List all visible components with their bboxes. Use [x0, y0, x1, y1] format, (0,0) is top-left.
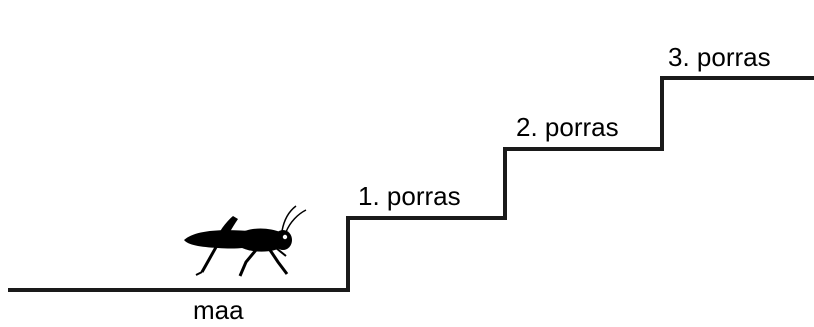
grasshopper-body — [238, 228, 284, 252]
grasshopper-hind-leg — [200, 217, 235, 273]
staircase-line — [8, 76, 814, 292]
grasshopper-head — [274, 230, 292, 250]
grasshopper-eye — [282, 234, 288, 240]
step-2-label: 2. porras — [516, 112, 619, 142]
step-1-label: 1. porras — [358, 181, 461, 211]
grasshopper-hind-leg — [195, 271, 203, 276]
grasshopper-antenna — [285, 209, 307, 233]
grasshopper-icon — [184, 205, 307, 277]
grasshopper-antenna — [281, 205, 297, 232]
ground-label: maa — [193, 295, 244, 325]
step-3-label: 3. porras — [668, 42, 771, 72]
grasshopper-leg — [275, 247, 287, 257]
grasshopper-leg — [268, 249, 289, 275]
grasshopper-leg — [238, 249, 258, 277]
